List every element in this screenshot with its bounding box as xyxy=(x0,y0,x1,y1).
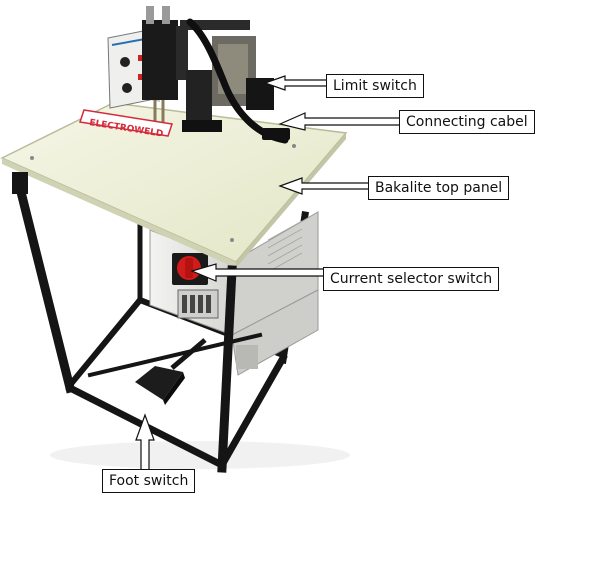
arrow-connecting-cable xyxy=(278,112,402,131)
label-limit-switch: Limit switch xyxy=(326,74,424,98)
connecting-cable xyxy=(186,18,289,144)
label-top-panel: Bakalite top panel xyxy=(368,176,510,200)
arrow-limit-switch xyxy=(263,75,329,91)
front-left-bracket xyxy=(12,172,28,194)
label-foot-switch: Foot switch xyxy=(102,469,196,493)
top-panel xyxy=(0,102,348,268)
foot-pedal xyxy=(135,338,207,405)
label-selector-switch: Current selector switch xyxy=(323,267,500,291)
frame-front xyxy=(12,174,288,473)
welding-head xyxy=(107,6,274,132)
callout-arrows xyxy=(135,75,402,471)
label-connecting-cable: Connecting cabel xyxy=(399,110,535,134)
